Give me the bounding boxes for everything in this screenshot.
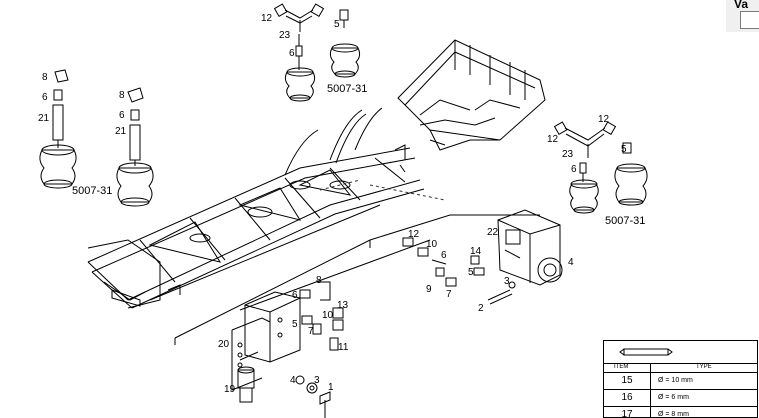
callout-6: 6 (441, 250, 447, 261)
callout-9: 9 (426, 284, 432, 295)
callout-5: 5 (292, 319, 298, 330)
corner-label: Va (734, 0, 749, 11)
legend-row: 16 Ø = 6 mm (604, 390, 757, 407)
callout-6: 6 (42, 92, 48, 103)
rear-frame (397, 39, 546, 151)
callout-5: 5 (468, 267, 474, 278)
legend-header: ITEM TYPE (604, 363, 757, 373)
perspective-lines (174, 214, 540, 345)
callout-8: 8 (316, 275, 322, 286)
callout-6: 6 (292, 290, 298, 301)
valve-assembly (402, 209, 563, 305)
part-ref-right: 5007-31 (605, 215, 645, 227)
callout-11: 11 (338, 342, 349, 353)
callout-6: 6 (289, 48, 295, 59)
callout-23: 23 (562, 149, 574, 160)
callout-10: 10 (426, 239, 438, 250)
callout-6: 6 (571, 164, 577, 175)
callout-12: 12 (598, 114, 610, 125)
part-ref-left: 5007-31 (72, 185, 112, 197)
callout-5: 5 (334, 19, 340, 30)
callout-6: 6 (119, 110, 125, 121)
leader-lines (319, 179, 446, 201)
callout-10: 10 (322, 310, 334, 321)
callout-22: 22 (487, 227, 499, 238)
callout-19: 19 (224, 384, 236, 395)
hose-legend-table: ITEM TYPE 15 Ø = 10 mm 16 Ø = 6 mm 17 Ø … (603, 340, 758, 418)
legend-row: 15 Ø = 10 mm (604, 373, 757, 390)
callout-5: 5 (621, 144, 627, 155)
legend-type: Ø = 8 mm (658, 411, 689, 418)
callout-21: 21 (115, 126, 127, 137)
legend-col-item: ITEM (614, 364, 629, 370)
callout-3: 3 (314, 375, 320, 386)
legend-item: 17 (621, 409, 633, 418)
legend-type: Ø = 6 mm (658, 394, 689, 401)
callout-4: 4 (568, 257, 574, 268)
callout-7: 7 (446, 289, 452, 300)
callout-1: 1 (328, 382, 334, 393)
right-airbag-group (553, 121, 648, 214)
callout-labels: 12 23 5 6 5007-31 8 6 21 8 6 21 5007-31 … (38, 13, 645, 395)
legend-item: 16 (621, 392, 633, 403)
chassis-frame (87, 107, 425, 309)
top-airbag-group (273, 3, 361, 102)
callout-20: 20 (218, 339, 230, 350)
legend-row: 17 Ø = 8 mm (604, 407, 757, 418)
callout-12: 12 (261, 13, 273, 24)
legend-item: 15 (621, 375, 633, 386)
callout-14: 14 (470, 246, 482, 257)
legend-divider (650, 363, 651, 417)
callout-8: 8 (42, 72, 48, 83)
legend-col-type: TYPE (696, 364, 712, 370)
callout-12: 12 (408, 229, 420, 240)
callout-4: 4 (290, 375, 296, 386)
callout-3: 3 (504, 276, 510, 287)
left-airbag-group (39, 69, 154, 207)
legend-type: Ø = 10 mm (658, 377, 693, 384)
corner-input[interactable] (740, 11, 759, 29)
callout-12: 12 (547, 134, 559, 145)
callout-23: 23 (279, 30, 291, 41)
solenoid-block (231, 281, 344, 418)
callout-2: 2 (478, 303, 484, 314)
hose-icon (619, 348, 673, 356)
callout-13: 13 (337, 300, 349, 311)
part-ref-top: 5007-31 (327, 83, 367, 95)
callout-21: 21 (38, 113, 50, 124)
callout-7: 7 (308, 326, 314, 337)
legend-hose-symbol (604, 341, 757, 364)
callout-8: 8 (119, 90, 125, 101)
